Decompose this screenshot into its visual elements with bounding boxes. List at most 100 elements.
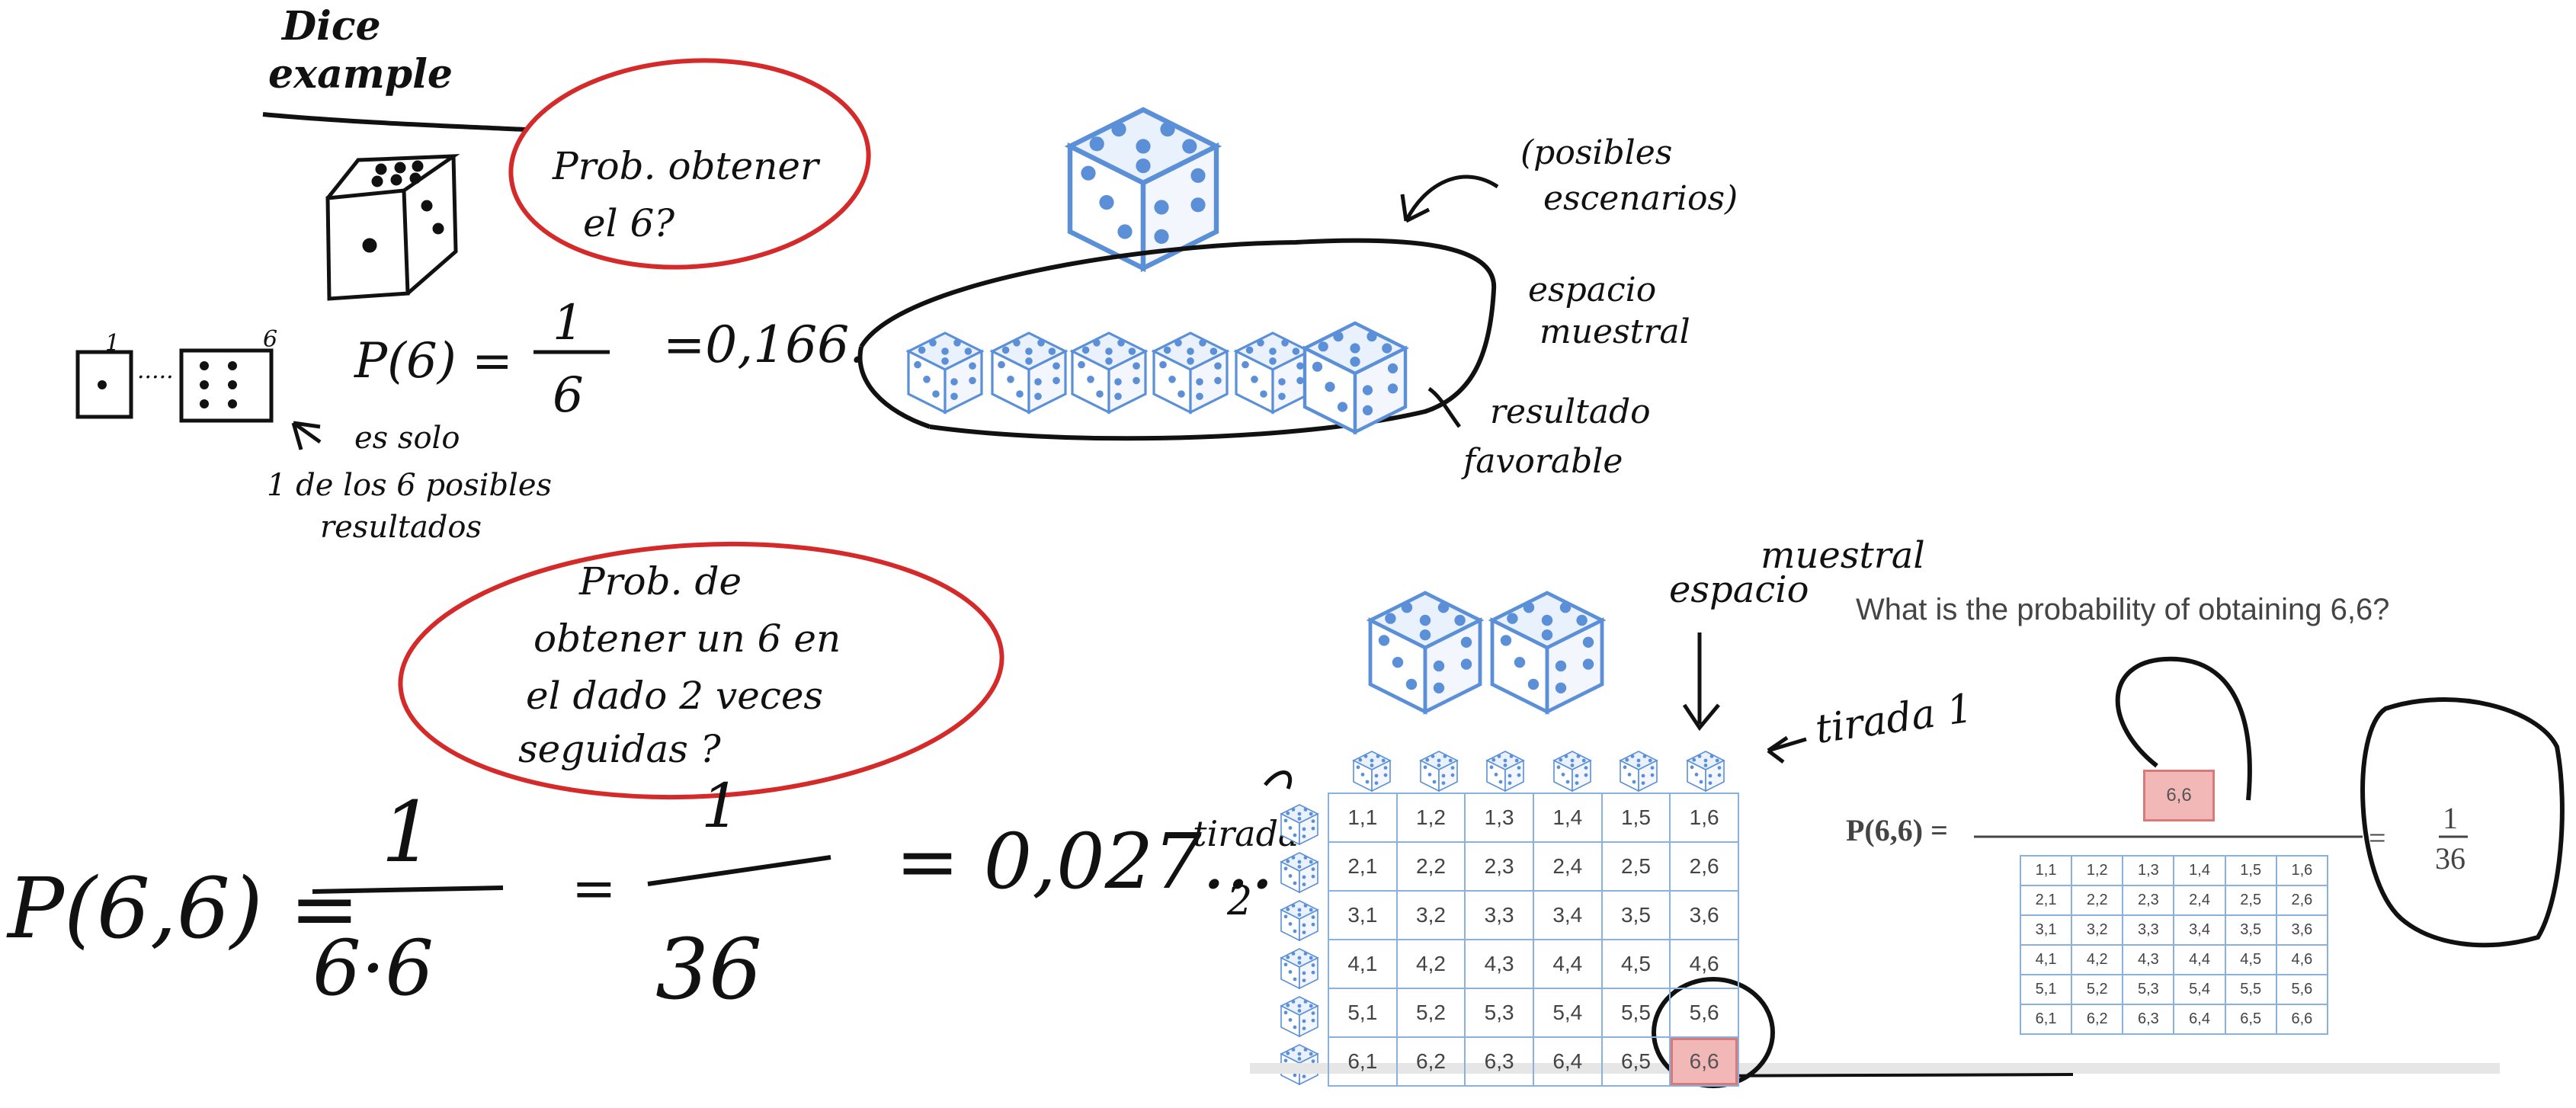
question-2-line-3: el dado 2 veces xyxy=(526,674,823,718)
table-cell: 1,4 xyxy=(1532,793,1603,843)
question-2-line-2: obtener un 6 en xyxy=(533,616,841,661)
ellipsis: ····· xyxy=(137,364,174,391)
p66-value: = 0,027... xyxy=(896,817,1274,906)
table-cell: 2,5 xyxy=(2224,885,2277,916)
row-header-die-4-icon xyxy=(1280,948,1318,989)
row-header-die-2-icon xyxy=(1280,852,1318,893)
p66-numerator-2: 1 xyxy=(701,770,740,841)
row-header-die-5-icon xyxy=(1280,996,1318,1037)
row-header-die-3-icon xyxy=(1280,900,1318,941)
table-cell: 4,6 xyxy=(1669,939,1739,989)
table-cell: 6,1 xyxy=(1328,1036,1398,1087)
range-start-label: 1 xyxy=(105,330,120,357)
table-cell: 5,5 xyxy=(2224,974,2277,1005)
slide-question: What is the probability of obtaining 6,6… xyxy=(1856,593,2390,626)
table-cell: 6,5 xyxy=(1600,1036,1671,1087)
die-small-4-icon xyxy=(1152,331,1229,414)
table-cell: 5,3 xyxy=(1464,988,1534,1038)
table-cell: 1,3 xyxy=(2122,855,2175,886)
table-cell: 2,3 xyxy=(1464,841,1534,892)
table-cell: 3,5 xyxy=(2224,914,2277,946)
table-cell: 1,3 xyxy=(1464,793,1534,843)
table-cell: 6,3 xyxy=(2122,1004,2175,1035)
table-cell: 4,1 xyxy=(2019,944,2073,975)
p66-equals: = xyxy=(572,857,617,920)
table-cell: 6,5 xyxy=(2224,1004,2277,1035)
note-sample-space-line-2: muestral xyxy=(1540,312,1690,351)
note-sample-space-line-1: espacio xyxy=(1528,271,1656,309)
table-cell: 6,2 xyxy=(1395,1036,1466,1087)
table-cell: 5,1 xyxy=(1328,988,1398,1038)
table-cell: 4,5 xyxy=(2224,944,2277,975)
arrow-down-icon xyxy=(1682,632,1720,732)
range-end-label: 6 xyxy=(263,326,277,353)
table-cell: 2,6 xyxy=(2275,885,2329,916)
die-small-6-icon xyxy=(1305,323,1405,432)
die-small-3-icon xyxy=(1071,331,1147,414)
table-cell: 3,3 xyxy=(2122,914,2175,946)
col-header-die-2-icon xyxy=(1420,751,1458,792)
row-header-die-1-icon xyxy=(1280,804,1318,845)
table-cell: 3,1 xyxy=(1328,890,1398,940)
slide-formula-lhs: P(6,6) = xyxy=(1846,812,1948,848)
table-cell: 2,1 xyxy=(1328,841,1398,892)
table-cell: 5,4 xyxy=(2173,974,2226,1005)
table-cell: 2,3 xyxy=(2122,885,2175,916)
p66-denominator-1: 6·6 xyxy=(312,924,434,1013)
table-cell: 1,2 xyxy=(1395,793,1466,843)
note-possible-line-2: escenarios) xyxy=(1543,179,1738,218)
table-cell: 6,6 xyxy=(1669,1036,1739,1087)
result-circle xyxy=(2360,697,2565,948)
underline xyxy=(1676,1073,2074,1078)
table-cell: 3,4 xyxy=(2173,914,2226,946)
table-cell: 2,5 xyxy=(1600,841,1671,892)
arrow-icon xyxy=(1767,735,1807,764)
table-cell: 4,4 xyxy=(2173,944,2226,975)
table-cell: 3,1 xyxy=(2019,914,2073,946)
note-sample-space-2-line-1: espacio xyxy=(1669,568,1809,611)
table-cell: 6,2 xyxy=(2071,1004,2124,1035)
table-cell: 1,6 xyxy=(1669,793,1739,843)
arrow-icon xyxy=(291,421,322,450)
question-2-line-4: seguidas ? xyxy=(518,727,722,771)
slide-result-equals: = xyxy=(2369,821,2386,855)
table-cell: 1,5 xyxy=(1600,793,1671,843)
note-possible-line-1: (posibles xyxy=(1520,133,1672,172)
p66-fraction-bar-2 xyxy=(647,855,831,886)
arrow-icon xyxy=(1264,770,1293,789)
table-cell: 1,5 xyxy=(2224,855,2277,886)
table-cell: 4,6 xyxy=(2275,944,2329,975)
table-cell: 3,6 xyxy=(1669,890,1739,940)
table-cell: 3,2 xyxy=(1395,890,1466,940)
table-cell: 4,3 xyxy=(2122,944,2175,975)
title-line-1: Dice xyxy=(280,3,381,50)
table-cell: 4,5 xyxy=(1600,939,1671,989)
table-cell: 1,6 xyxy=(2275,855,2329,886)
sample-space-loop xyxy=(859,238,1497,441)
p66-denominator-2: 36 xyxy=(655,921,762,1018)
col-header-die-3-icon xyxy=(1486,751,1524,792)
table-cell: 4,2 xyxy=(1395,939,1466,989)
arrow-icon xyxy=(1400,175,1499,223)
col-header-die-6-icon xyxy=(1687,751,1725,792)
table-cell: 6,4 xyxy=(2173,1004,2226,1035)
die-small-2-icon xyxy=(991,331,1067,414)
table-cell: 6,1 xyxy=(2019,1004,2073,1035)
die-face-six-icon xyxy=(179,348,274,423)
table-cell: 6,6 xyxy=(2275,1004,2329,1035)
die-small-5-icon xyxy=(1235,331,1311,414)
table-cell: 3,6 xyxy=(2275,914,2329,946)
table-cell: 2,6 xyxy=(1669,841,1739,892)
p66-lhs: P(6,6) = xyxy=(6,860,360,957)
note-only-line-1: es solo xyxy=(354,421,460,456)
